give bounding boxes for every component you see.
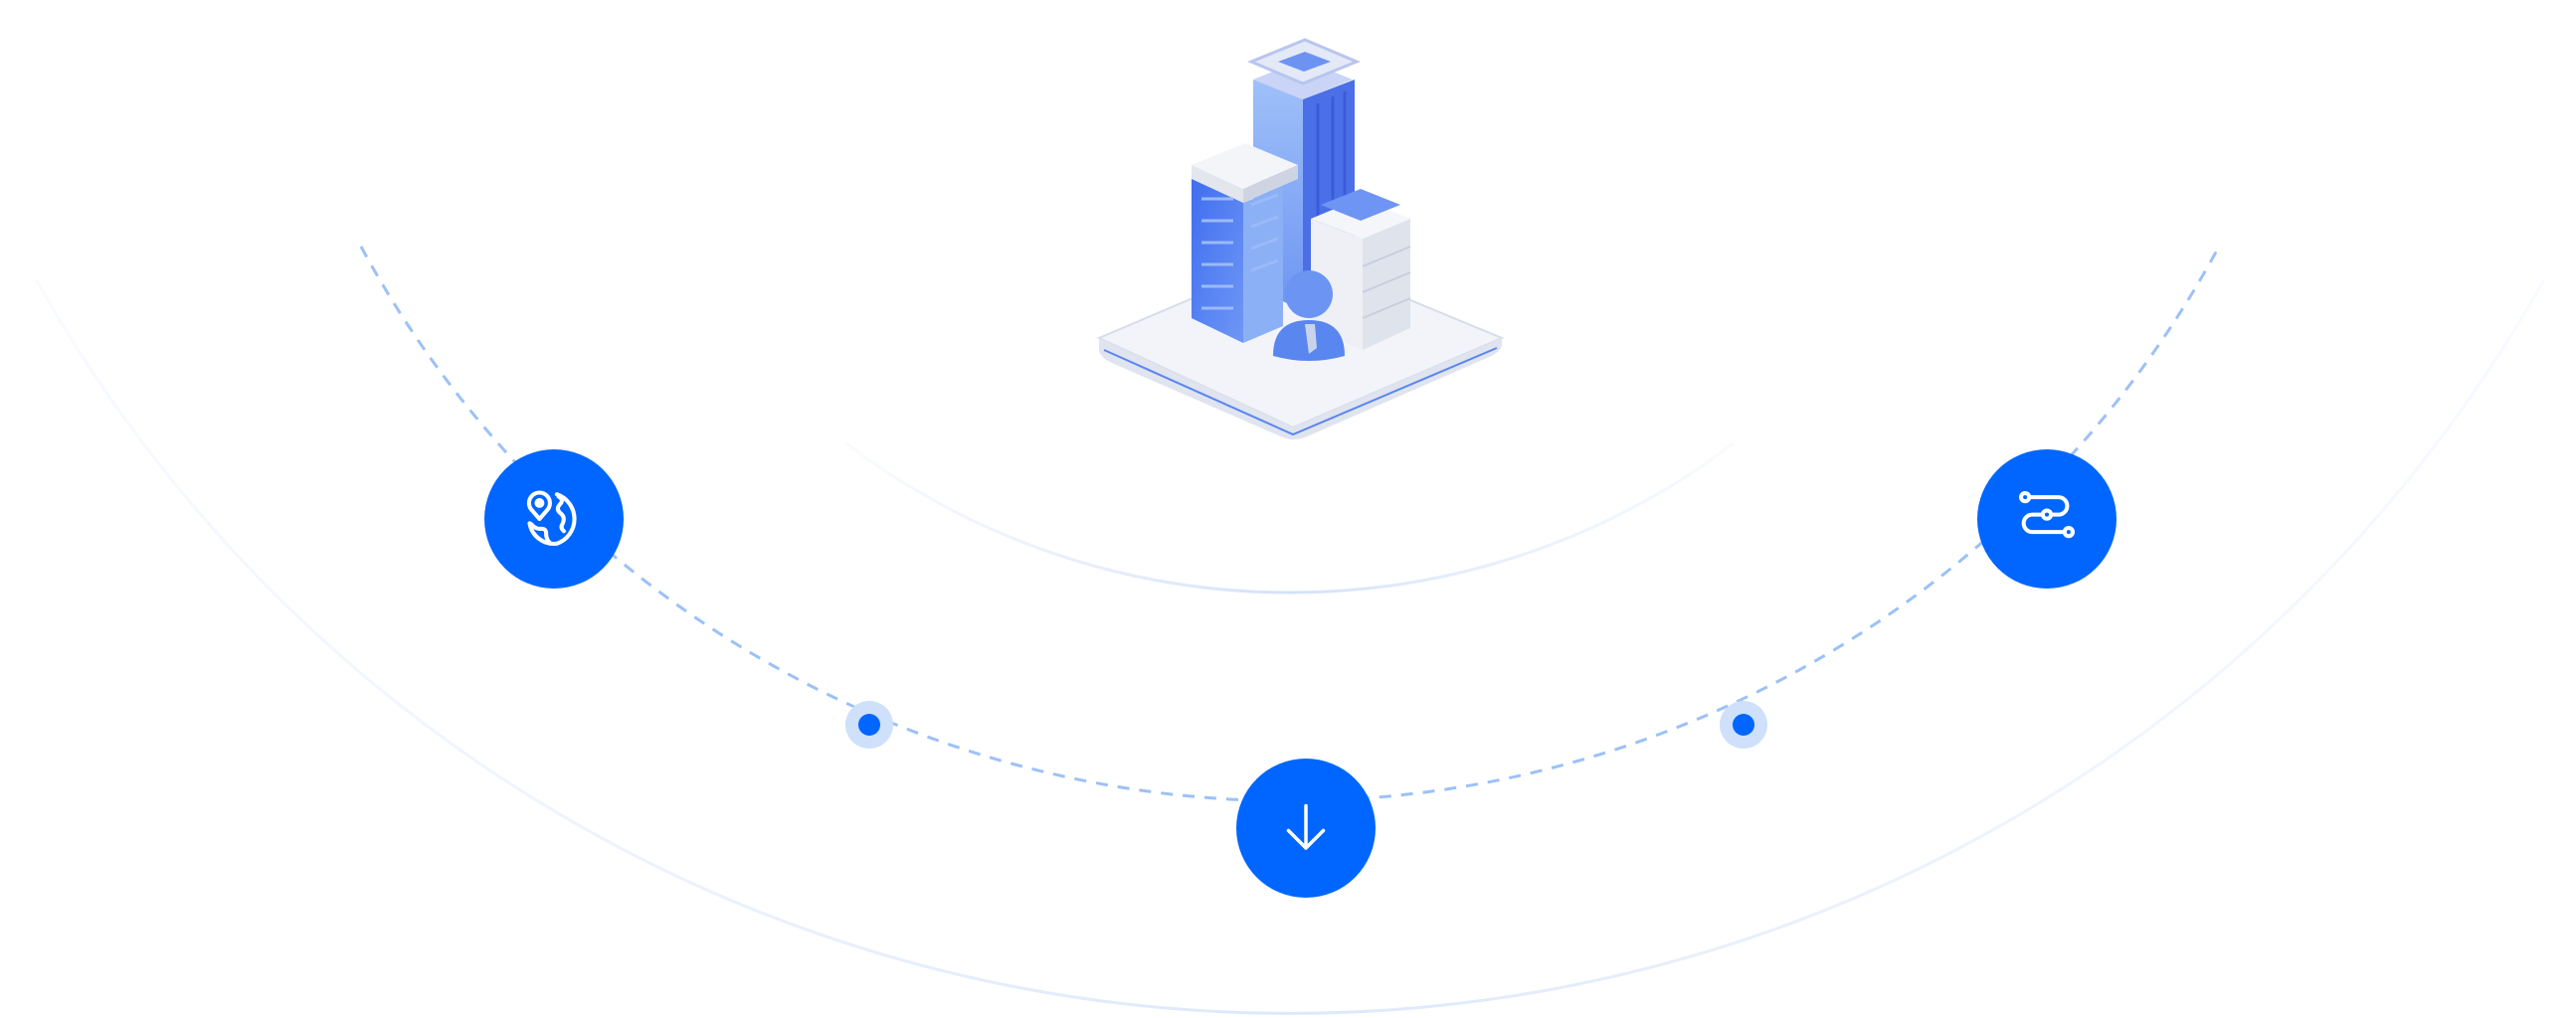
path-marker-left xyxy=(845,701,893,749)
download-node-button[interactable] xyxy=(1236,759,1376,898)
path-marker-dot xyxy=(1733,714,1754,736)
arrow-down-icon xyxy=(1286,803,1326,850)
path-marker-dot xyxy=(858,714,880,736)
route-flow-node-button[interactable] xyxy=(1977,449,2116,589)
city-buildings-person-icon xyxy=(1096,38,1505,439)
outer-arc xyxy=(34,278,2546,1015)
globe-location-node-button[interactable] xyxy=(484,449,624,589)
globe-location-icon xyxy=(526,490,577,546)
inner-arc xyxy=(845,441,1735,594)
path-marker-right xyxy=(1720,701,1767,749)
route-flow-icon xyxy=(2018,490,2076,539)
